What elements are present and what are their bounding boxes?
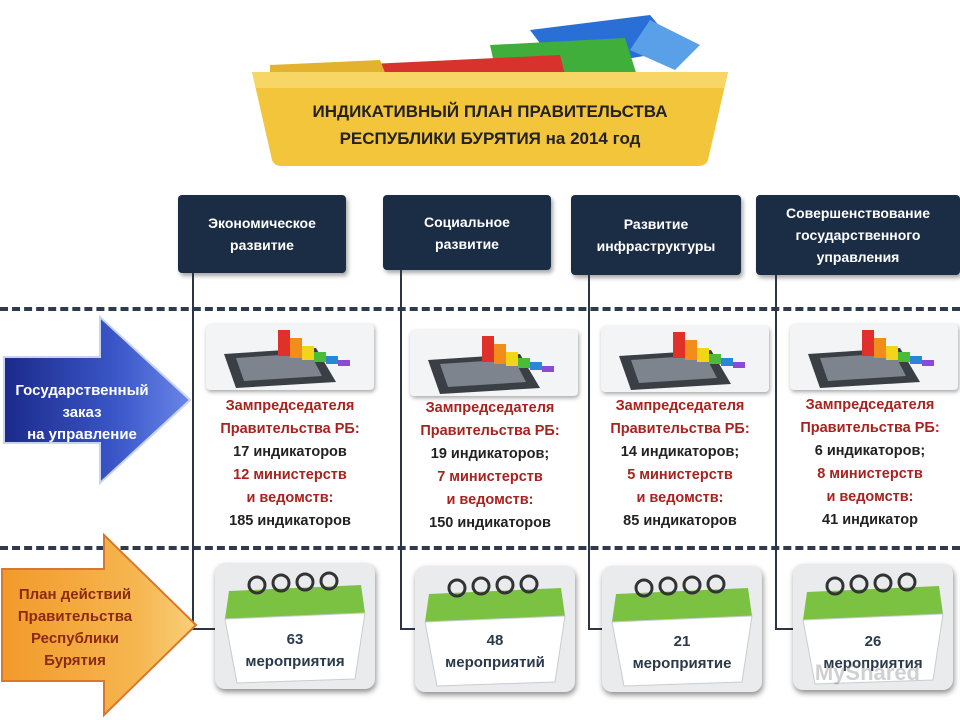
arrow-label-line: Республики [31,630,119,647]
column-header-social: Социальное развитие [383,195,551,270]
ministries-line: и ведомств: [246,490,334,506]
calendar-icon [802,572,944,685]
ministries-line: 8 министерств [817,466,923,482]
events-count: 21 [673,633,691,650]
arrow-label-line: Бурятия [44,652,106,669]
connector-line [400,270,402,630]
header-line: управления [816,249,900,265]
calendar-card: 21 мероприятие [602,566,762,692]
events-label: мероприятия [823,655,923,672]
page-title: ИНДИКАТИВНЫЙ ПЛАН ПРАВИТЕЛЬСТВА РЕСПУБЛИ… [290,98,690,152]
calculator-chart-icon [224,330,350,388]
calculator-chart-icon [808,330,934,388]
calendar-icon [424,574,566,687]
events-count: 63 [286,631,304,648]
events-label: мероприятие [632,655,732,672]
connector-line [192,628,216,630]
arrow-label-line: заказ [62,404,102,421]
events-count: 26 [864,633,882,650]
connector-line [400,628,416,630]
ministries-line: и ведомств: [826,489,914,505]
column-header-economic: Экономическое развитие [178,195,346,273]
calendar-card: 26 мероприятия [793,564,953,690]
connector-line [588,628,602,630]
orange-arrow-label: План действий Правительства Республики Б… [0,584,150,672]
calculator-chart-icon [428,336,554,394]
indicators-count: 6 индикаторов; [814,443,926,459]
light-blue-paper [630,20,700,70]
connector-line [192,273,194,630]
indicators-count: 14 индикаторов; [620,444,740,460]
arrow-label-line: на управление [27,426,137,443]
ministry-indicators-count: 85 индикаторов [623,513,737,529]
calculator-card [601,326,769,392]
column-header-infrastructure: Развитие инфраструктуры [571,195,741,275]
header-line: Социальное [424,213,510,230]
ministry-indicators-count: 150 индикаторов [429,515,551,531]
connector-line [775,628,793,630]
arrow-label-line: Государственный [15,382,149,399]
title-line-1: ИНДИКАТИВНЫЙ ПЛАН ПРАВИТЕЛЬСТВА [312,102,668,121]
deputy-line: Правительства РБ: [800,420,940,436]
header-line: Совершенствование [785,205,930,221]
deputy-line: Зампредседателя [805,397,935,413]
ministries-line: 7 министерств [437,469,543,485]
ministry-indicators-count: 41 индикатор [822,512,918,528]
separator-top [0,307,960,311]
deputy-line: Правительства РБ: [610,421,750,437]
header-line: государственного [795,227,921,243]
arrow-label-line: План действий [18,586,132,603]
separator-bottom [0,546,960,550]
calculator-card [790,324,958,390]
ministries-line: и ведомств: [636,490,724,506]
stats-social: Зампредседателя Правительства РБ: 19 инд… [400,397,580,535]
header-line: Развитие [623,216,689,232]
header-line: развитие [435,235,499,252]
calendar-card: 63 мероприятия [215,563,375,689]
blue-arrow [3,315,192,485]
watermark: MyShared [814,660,920,685]
header-line: развитие [230,237,294,253]
column-header-governance: Совершенствование государственного управ… [756,195,960,275]
deputy-line: Правительства РБ: [220,421,360,437]
stats-infrastructure: Зампредседателя Правительства РБ: 14 инд… [590,395,770,533]
calculator-chart-icon [619,332,745,390]
deputy-line: Зампредседателя [225,398,355,414]
deputy-line: Зампредседателя [425,400,555,416]
orange-arrow [1,533,198,718]
stats-economic: Зампредседателя Правительства РБ: 17 инд… [200,395,380,533]
calendar-icon [611,574,753,687]
arrow-label-line: Правительства [17,608,133,625]
deputy-line: Правительства РБ: [420,423,560,439]
stats-governance: Зампредседателя Правительства РБ: 6 инди… [780,394,960,532]
indicators-count: 17 индикаторов [233,444,347,460]
calendar-icon [224,571,366,684]
connector-line [775,275,777,630]
folder-rim [252,72,728,88]
ministry-indicators-count: 185 индикаторов [229,513,351,529]
ministries-line: и ведомств: [446,492,534,508]
folder-body [252,72,728,166]
calculator-card [206,324,374,390]
calendar-card: 48 мероприятий [415,566,575,692]
title-line-2: РЕСПУБЛИКИ БУРЯТИЯ на 2014 год [339,129,641,148]
connector-line [588,275,590,630]
indicators-count: 19 индикаторов; [430,446,550,462]
events-count: 48 [486,632,504,649]
header-line: Экономическое [208,215,316,231]
deputy-line: Зампредседателя [615,398,745,414]
header-line: инфраструктуры [596,238,716,254]
folder-graphic [252,15,728,166]
events-label: мероприятия [245,653,345,670]
events-label: мероприятий [445,654,545,671]
calculator-card [410,330,578,396]
ministries-line: 12 министерств [233,467,347,483]
ministries-line: 5 министерств [627,467,733,483]
blue-arrow-label: Государственный заказ на управление [2,380,162,446]
